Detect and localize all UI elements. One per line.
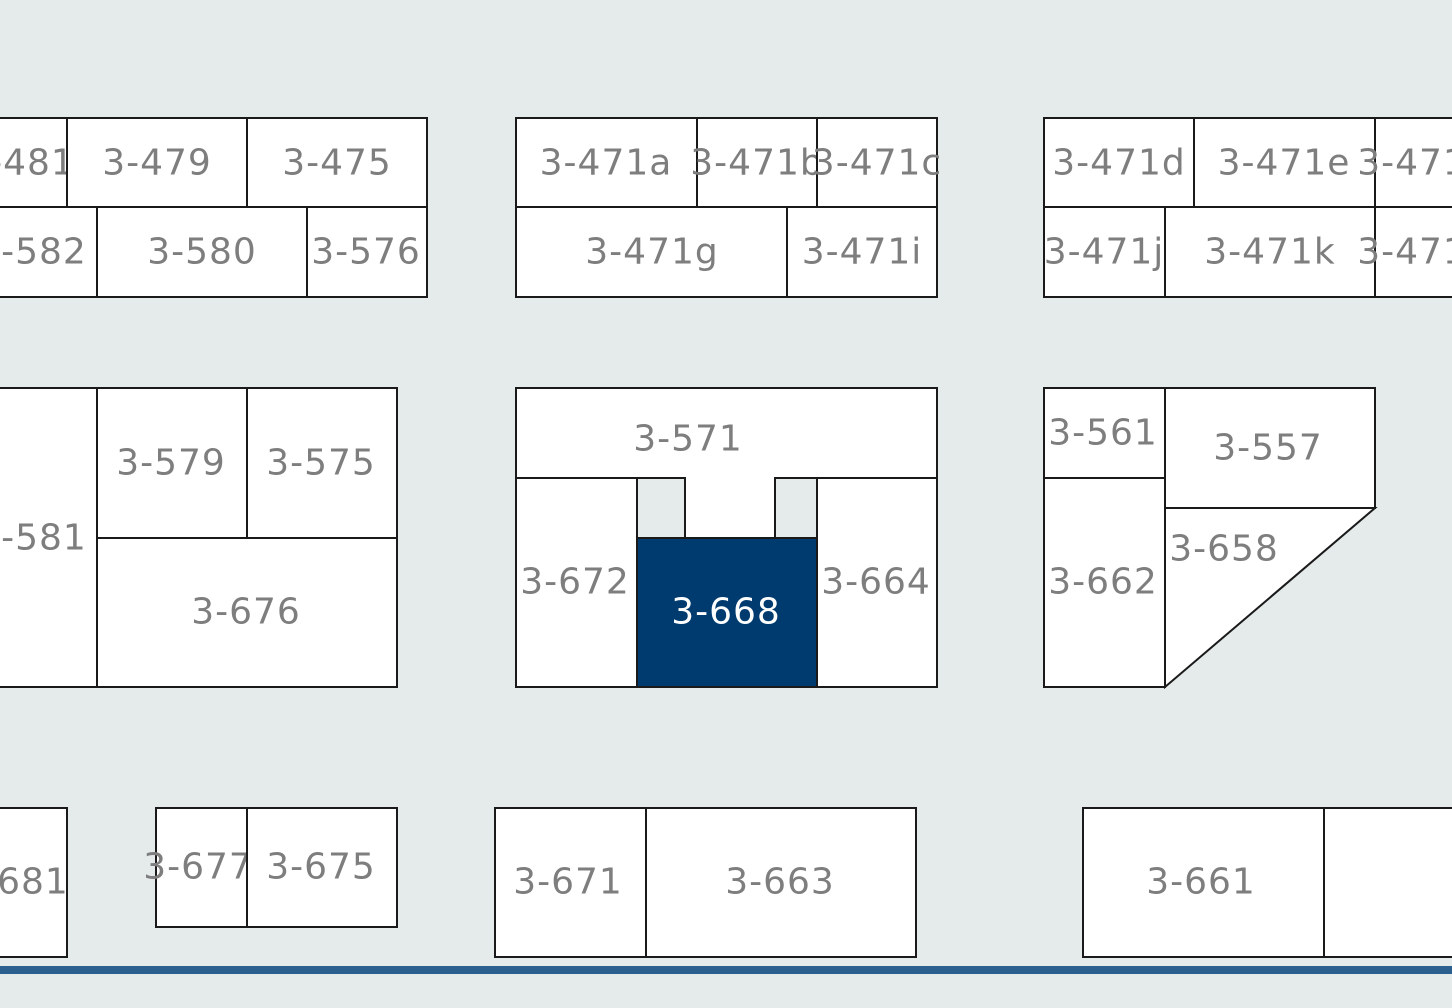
room-3-661[interactable] <box>1082 807 1325 958</box>
room-3-676[interactable] <box>96 537 398 688</box>
block-middle-center: 3-571 3-672 3-668 3-664 <box>515 387 938 688</box>
room-3-471c[interactable] <box>816 117 938 208</box>
block-top-right: 3-471d 3-471e 3-471 3-471j 3-471k 3-471 <box>1043 117 1452 298</box>
room-3-579[interactable] <box>96 387 248 539</box>
bottom-bar <box>0 966 1452 974</box>
bottom-margin <box>0 974 1452 1008</box>
room-3-471d[interactable] <box>1043 117 1195 208</box>
room-3-471j[interactable] <box>1043 206 1166 298</box>
room-3-663[interactable] <box>645 807 917 958</box>
room-3-581[interactable] <box>0 387 98 688</box>
room-3-672[interactable] <box>515 477 638 688</box>
room-3-471l[interactable] <box>1374 206 1452 298</box>
room-3-471b[interactable] <box>696 117 818 208</box>
room-3-677[interactable] <box>155 807 248 928</box>
room-3-481[interactable] <box>0 117 68 208</box>
room-3-471a[interactable] <box>515 117 698 208</box>
room-unlabeled[interactable] <box>1323 807 1452 958</box>
room-3-580[interactable] <box>96 206 308 298</box>
room-3-675[interactable] <box>246 807 398 928</box>
room-3-582[interactable] <box>0 206 98 298</box>
room-3-561[interactable] <box>1043 387 1166 479</box>
room-3-479[interactable] <box>66 117 248 208</box>
room-3-471e[interactable] <box>1193 117 1376 208</box>
block-top-middle: 3-471a 3-471b 3-471c 3-471g 3-471i <box>515 117 941 298</box>
room-3-471i[interactable] <box>786 206 938 298</box>
room-3-664[interactable] <box>816 477 938 688</box>
room-3-576[interactable] <box>306 206 428 298</box>
room-3-681[interactable] <box>0 807 68 958</box>
block-middle-left: 3-581 3-579 3-575 3-676 <box>0 387 398 688</box>
room-3-471f[interactable] <box>1374 117 1452 208</box>
room-3-575[interactable] <box>246 387 398 539</box>
room-3-557[interactable] <box>1164 387 1376 509</box>
room-3-471k[interactable] <box>1164 206 1376 298</box>
room-3-658[interactable] <box>1164 507 1378 690</box>
room-3-671[interactable] <box>494 807 647 958</box>
room-3-475[interactable] <box>246 117 428 208</box>
room-3-471g[interactable] <box>515 206 788 298</box>
room-3-668[interactable] <box>636 537 818 688</box>
room-3-662[interactable] <box>1043 477 1166 688</box>
block-top-left: 3-481 3-479 3-475 3-582 3-580 3-576 <box>0 117 428 298</box>
block-middle-right: 3-561 3-557 3-662 3-658 <box>1043 387 1378 690</box>
